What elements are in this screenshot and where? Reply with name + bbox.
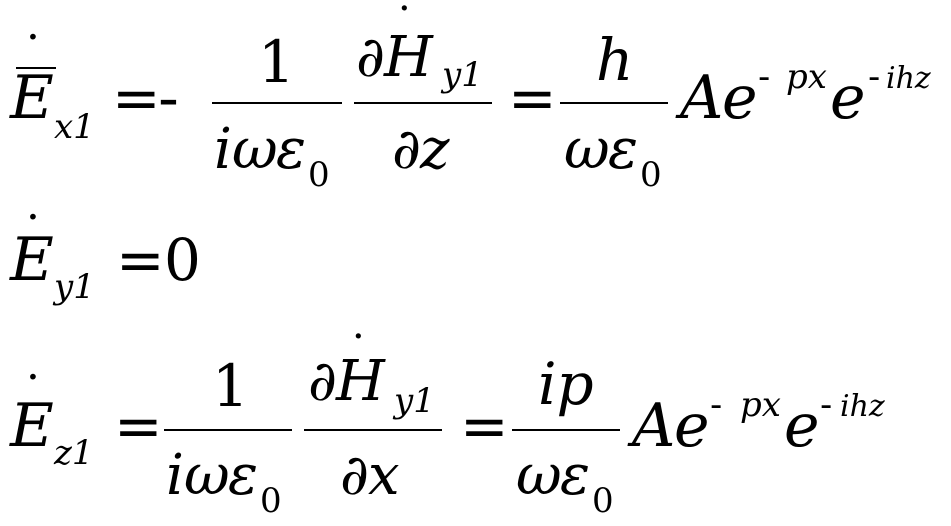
equation-ez1: · E z1 = 1 i ω ε 0 · ∂ H y1 ∂ x = ip ω ε…: [9, 314, 885, 521]
ex1-dot: ·: [26, 12, 40, 63]
ex1-frac3-den-omega: ω: [564, 117, 610, 182]
ex1-exp2: ihz: [886, 61, 931, 96]
ez1-subscript: z1: [53, 433, 94, 473]
ez1-frac3-den-omega: ω: [516, 443, 562, 508]
ez1-equals: =: [114, 392, 163, 460]
equation-ex1: · E x1 = - 1 i ω ε 0 · ∂ H y1 ∂ z = h ω …: [9, 0, 931, 195]
ex1-exp1-minus: -: [758, 57, 770, 97]
ey1-equals: =: [116, 226, 165, 294]
ez1-frac1-numerator: 1: [212, 352, 249, 420]
ex1-exp1: px: [786, 57, 827, 97]
ex1-minus: -: [158, 64, 179, 132]
ez1-frac1-den-sub: 0: [260, 481, 282, 521]
ez1-frac3-numerator: ip: [538, 350, 594, 418]
ez1-equals-2: =: [460, 392, 509, 460]
ex1-equals-2: =: [508, 64, 557, 132]
ez1-frac1-den-i: i: [166, 443, 184, 508]
ez1-dot: ·: [26, 352, 40, 403]
ex1-frac2-den-var: z: [419, 117, 450, 182]
ey1-dot: ·: [26, 192, 40, 243]
ez1-frac2-H-subscript: y1: [392, 381, 435, 421]
ey1-subscript: y1: [52, 267, 95, 307]
ex1-e1: e: [722, 63, 758, 133]
ex1-frac1-den-epsilon: ε: [276, 117, 306, 182]
ex1-frac1-numerator: 1: [258, 28, 295, 96]
ex1-frac1-den-i: i: [214, 117, 232, 182]
ex1-frac3-den-epsilon: ε: [608, 117, 638, 182]
ex1-frac3-den-sub: 0: [640, 155, 662, 195]
ex1-frac2-H-subscript: y1: [440, 55, 483, 95]
ex1-frac2-den-partial: ∂: [392, 117, 421, 182]
ex1-frac2-h-dot: ·: [398, 0, 411, 32]
ey1-symbol: E: [9, 225, 54, 295]
ez1-e1: e: [674, 391, 710, 461]
ex1-frac1-den-sub: 0: [308, 155, 330, 195]
ez1-exp2-minus: -: [820, 385, 832, 425]
ex1-frac2-H: H: [383, 25, 434, 90]
ez1-exp1: px: [740, 385, 781, 425]
ez1-frac2-den-partial: ∂: [340, 443, 369, 508]
equation-ey1: · E y1 = 0: [9, 192, 201, 307]
ex1-equals: =: [112, 64, 161, 132]
ez1-A: A: [627, 391, 675, 461]
ex1-frac2-partial: ∂: [356, 25, 385, 90]
ex1-subscript: x1: [54, 107, 95, 147]
ez1-frac2-den-var: x: [368, 443, 400, 508]
ey1-value: 0: [164, 226, 201, 294]
ez1-frac2-h-dot: ·: [352, 314, 365, 360]
ez1-frac1-den-epsilon: ε: [228, 443, 258, 508]
ex1-e2: e: [830, 63, 866, 133]
ez1-symbol: E: [9, 391, 54, 461]
ez1-frac2-H: H: [335, 349, 386, 414]
ez1-frac2-partial: ∂: [308, 349, 337, 414]
ez1-e2: e: [784, 391, 820, 461]
ez1-exp2: ihz: [840, 389, 885, 424]
ez1-frac3-den-epsilon: ε: [560, 443, 590, 508]
ex1-frac1-den-omega: ω: [232, 117, 278, 182]
ez1-frac3-den-sub: 0: [592, 481, 614, 521]
ex1-frac3-numerator: h: [596, 26, 633, 94]
ex1-exp2-minus: -: [868, 57, 880, 97]
ez1-exp1-minus: -: [710, 385, 722, 425]
ex1-A: A: [675, 63, 723, 133]
ez1-frac1-den-omega: ω: [184, 443, 230, 508]
ex1-symbol: E: [9, 63, 54, 133]
